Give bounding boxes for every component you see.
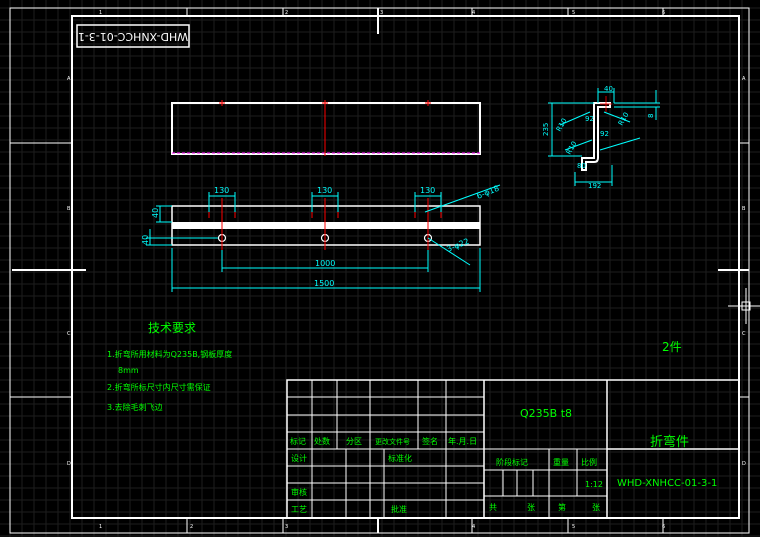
zone-left-c: C bbox=[67, 331, 71, 337]
dim-sec-92b: 92 bbox=[600, 130, 609, 138]
corner-stamp-text: WHD-XNHCC-01-3-1 bbox=[78, 30, 188, 43]
label-chushu: 处数 bbox=[314, 436, 330, 446]
title-block bbox=[286, 379, 740, 519]
notes-item-2: 2.折弯所标尺寸内尺寸需保证 bbox=[107, 382, 211, 392]
dim-40-offset: 40 bbox=[141, 235, 150, 245]
dim-sec-80: 80 bbox=[577, 162, 586, 170]
zone-top-4: 4 bbox=[472, 10, 475, 16]
zone-left-a: A bbox=[67, 76, 71, 82]
zone-right-d: D bbox=[742, 461, 746, 467]
zone-top-3: 3 bbox=[380, 10, 383, 16]
label-total: 共 bbox=[489, 503, 497, 512]
dim-sec-r10a: R10 bbox=[555, 117, 569, 133]
dim-sec-r10b: R10 bbox=[565, 140, 579, 156]
label-sheet: 张 bbox=[592, 503, 600, 512]
zone-bottom-6: 6 bbox=[662, 524, 665, 530]
part-name: 折弯件 bbox=[650, 434, 689, 450]
zone-bottom-2: 2 bbox=[190, 524, 193, 530]
dim-1000: 1000 bbox=[315, 259, 335, 268]
zone-top-1: 1 bbox=[99, 10, 102, 16]
zone-right-a: A bbox=[742, 76, 746, 82]
label-weight: 重量 bbox=[553, 457, 569, 467]
notes-item-3: 3.去除毛刺飞边 bbox=[107, 402, 163, 412]
zone-labels: 1 2 3 4 5 6 1 2 3 4 5 6 A B C D A B C D bbox=[67, 10, 746, 530]
scale-value: 1:12 bbox=[585, 480, 603, 489]
dim-1500: 1500 bbox=[314, 279, 334, 288]
notes-title: 技术要求 bbox=[148, 321, 196, 335]
zone-bottom-3: 3 bbox=[285, 524, 288, 530]
zone-right-b: B bbox=[742, 206, 746, 212]
label-sign: 签名 bbox=[422, 436, 438, 446]
label-fenqu: 分区 bbox=[346, 437, 362, 446]
corner-stamp: WHD-XNHCC-01-3-1 bbox=[76, 24, 190, 48]
zone-top-2: 2 bbox=[285, 10, 288, 16]
label-standard: 标准化 bbox=[388, 453, 412, 463]
notes-item-1: 1.折弯所用材料为Q235B,钢板厚度 bbox=[107, 349, 232, 359]
label-change-doc: 更改文件号 bbox=[375, 437, 410, 446]
zone-left-d: D bbox=[67, 461, 71, 467]
dim-130-left: 130 bbox=[214, 186, 229, 195]
title-block-texts: Q235B t8 折弯件 WHD-XNHCC-01-3-1 标记 处数 分区 更… bbox=[290, 407, 717, 514]
label-stage: 阶段标记 bbox=[496, 457, 528, 467]
zone-top-5: 5 bbox=[572, 10, 575, 16]
dim-sec-40: 40 bbox=[604, 85, 613, 93]
front-view[interactable] bbox=[171, 198, 481, 250]
crosshair-cursor-icon[interactable] bbox=[728, 288, 760, 324]
dim-130-center: 130 bbox=[317, 186, 332, 195]
zone-right-c: C bbox=[742, 331, 746, 337]
label-biaoji: 标记 bbox=[290, 436, 306, 446]
dim-40-height: 40 bbox=[151, 208, 160, 218]
sheet-frame bbox=[9, 7, 750, 534]
zone-left-b: B bbox=[67, 206, 71, 212]
section-dimensions bbox=[548, 88, 660, 186]
label-design: 设计 bbox=[291, 453, 307, 463]
dim-sec-235: 235 bbox=[542, 123, 550, 136]
dim-sec-8: 8 bbox=[647, 114, 655, 118]
label-approve: 批准 bbox=[391, 504, 407, 514]
label-review: 审核 bbox=[291, 487, 307, 497]
label-process: 工艺 bbox=[291, 505, 307, 514]
section-view[interactable] bbox=[581, 96, 612, 171]
dim-130-right: 130 bbox=[420, 186, 435, 195]
label-scale: 比例 bbox=[581, 457, 597, 467]
dim-hole-6x18: 6-φ18 bbox=[475, 184, 500, 201]
label-date: 年.月.日 bbox=[448, 436, 477, 446]
label-sheets: 张 bbox=[527, 503, 535, 512]
dim-sec-r10c: R10 bbox=[617, 111, 631, 127]
zone-bottom-5: 5 bbox=[572, 524, 575, 530]
material-spec: Q235B t8 bbox=[520, 407, 572, 420]
dim-sec-92a: 92 bbox=[585, 115, 594, 123]
notes-item-1b: 8mm bbox=[118, 366, 139, 375]
front-dimensions bbox=[146, 184, 501, 292]
dim-sec-192: 192 bbox=[588, 182, 601, 190]
zone-top-6: 6 bbox=[662, 10, 665, 16]
zone-bottom-4: 4 bbox=[472, 524, 475, 530]
technical-notes: 技术要求 1.折弯所用材料为Q235B,钢板厚度 8mm 2.折弯所标尺寸内尺寸… bbox=[107, 321, 232, 412]
top-view[interactable] bbox=[171, 100, 481, 156]
quantity-label: 2件 bbox=[662, 340, 682, 354]
zone-bottom-1: 1 bbox=[99, 524, 102, 530]
label-page: 第 bbox=[558, 502, 566, 512]
dim-hole-3x22: 3-φ22 bbox=[445, 237, 470, 254]
drawing-number: WHD-XNHCC-01-3-1 bbox=[617, 478, 717, 489]
